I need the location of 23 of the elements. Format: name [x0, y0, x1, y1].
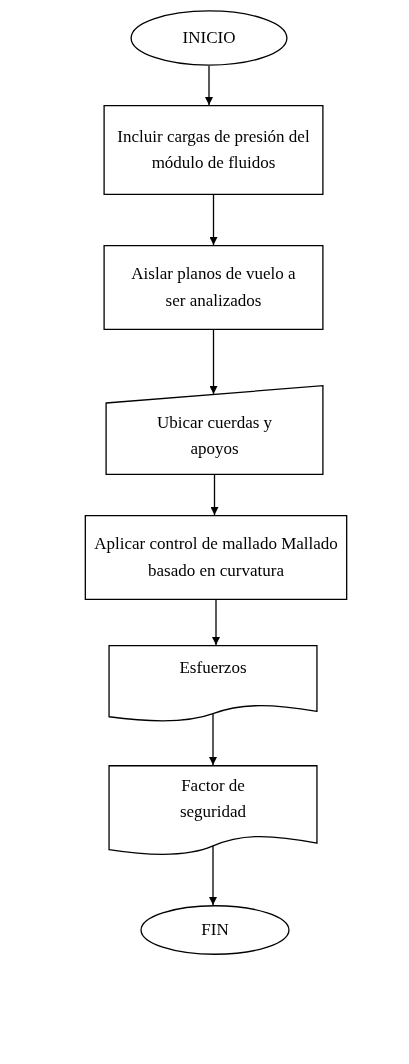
terminal-ellipse [130, 10, 288, 66]
node-text: Ubicar cuerdas y apoyos [155, 411, 274, 460]
node-text: Factor de seguridad [178, 774, 248, 823]
node-text: Aislar planos de vuelo a ser analizados [130, 263, 297, 312]
process-box [84, 515, 348, 600]
arrow [209, 194, 218, 246]
document-shape [108, 765, 318, 857]
process-box [103, 245, 324, 330]
terminal-ellipse [140, 905, 290, 955]
arrow [212, 599, 220, 646]
arrow [210, 474, 219, 516]
arrow [209, 845, 217, 906]
arrow [209, 329, 218, 395]
arrow [209, 713, 217, 766]
process-box [103, 105, 324, 195]
node-text: Aplicar control de mallado Mallado basado en curvatura [93, 533, 339, 582]
node-text: FIN [201, 918, 229, 941]
node-text: Esfuerzos [179, 656, 247, 679]
arrow [205, 65, 213, 106]
node-text: INICIO [182, 26, 236, 49]
node-text: Incluir cargas de presión del módulo de fluidos [116, 125, 311, 174]
document-shape [108, 645, 318, 723]
manual-input-shape [105, 385, 324, 475]
